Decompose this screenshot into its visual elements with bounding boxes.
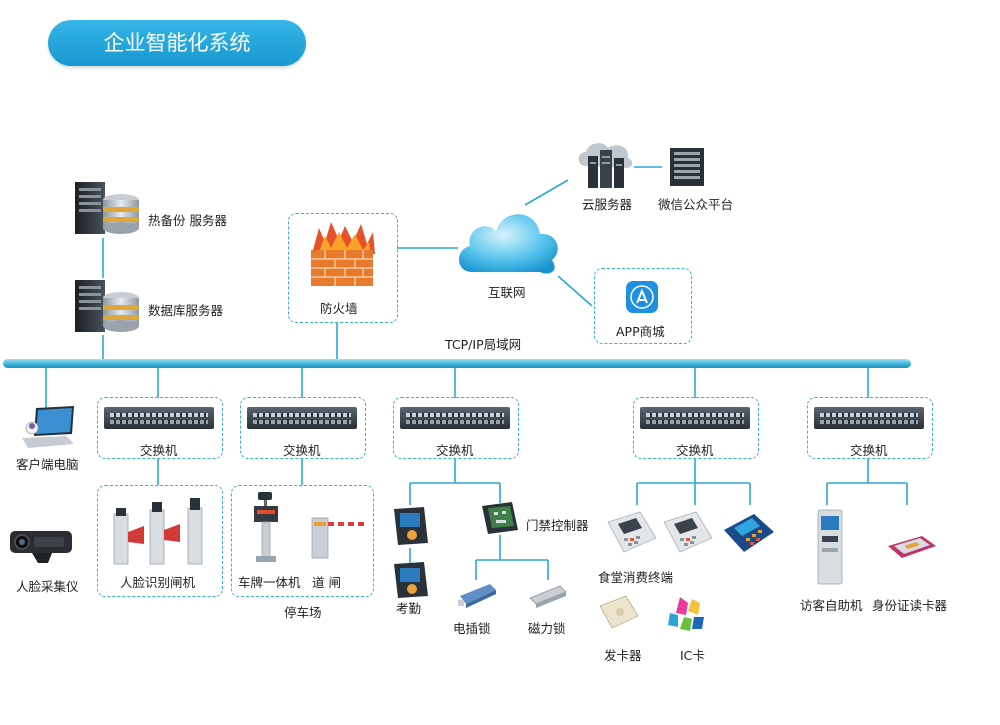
line-internet-app (557, 275, 593, 307)
cloud-server-icon (578, 143, 633, 188)
visitor-kiosk-icon (817, 509, 843, 585)
hot-backup-server-icon (75, 182, 139, 234)
visitor-kiosk-label: 访客自助机 (800, 598, 863, 613)
switch-label-5: 交换机 (850, 443, 888, 458)
lan-label: TCP/IP局域网 (445, 337, 522, 352)
switch-box-4 (633, 397, 759, 459)
magnetic-lock-label: 磁力锁 (528, 621, 566, 636)
app-store-box (594, 268, 692, 344)
switch-label-1: 交换机 (140, 443, 178, 458)
ic-card-icon (668, 597, 704, 631)
face-collector-label: 人脸采集仪 (16, 579, 79, 594)
card-issuer-icon (599, 595, 639, 629)
attendance-device-icon-2 (394, 562, 428, 598)
canteen-terminal-icon-2 (663, 511, 713, 553)
canteen-terminal-icon-1 (607, 511, 657, 553)
database-server-icon (75, 280, 139, 332)
switch-box-3 (393, 397, 519, 459)
firewall-box (288, 213, 398, 323)
wechat-label: 微信公众平台 (658, 197, 734, 212)
electric-lock-label: 电插锁 (453, 621, 491, 636)
turnstile-icon (113, 498, 203, 565)
electric-lock-icon (458, 584, 496, 608)
app-store-label: APP商城 (616, 324, 665, 339)
switch-label-3: 交换机 (436, 443, 474, 458)
parking-box (231, 485, 374, 597)
switch-box-5 (807, 397, 933, 459)
attendance-label: 考勤 (396, 601, 422, 616)
page-title: 企业智能化系统 (48, 20, 306, 66)
internet-label: 互联网 (488, 285, 526, 300)
switch-icon-4 (640, 407, 750, 429)
switch-label-2: 交换机 (283, 443, 321, 458)
laptop-icon (22, 406, 74, 448)
card-issuer-label: 发卡器 (604, 648, 642, 663)
firewall-icon (311, 222, 375, 286)
door-controller-label: 门禁控制器 (526, 518, 589, 533)
ic-card-label: IC卡 (680, 648, 705, 663)
switch-icon-5 (814, 407, 924, 429)
hot-backup-label: 热备份 服务器 (148, 213, 227, 228)
canteen-label: 食堂消费终端 (598, 570, 674, 585)
switch-box-2 (240, 397, 366, 459)
attendance-device-icon-1 (394, 507, 428, 545)
face-camera-icon (10, 531, 72, 563)
db-server-label: 数据库服务器 (148, 303, 224, 318)
face-gate-label: 人脸识别闸机 (120, 575, 196, 590)
parking-label: 停车场 (284, 605, 322, 620)
internet-cloud-icon (458, 214, 558, 274)
client-pc-label: 客户端电脑 (16, 457, 79, 472)
canteen-terminal-icon-3 (724, 514, 774, 552)
barrier-label: 道 闸 (312, 575, 341, 590)
face-gate-box (97, 485, 223, 597)
switch-label-4: 交换机 (676, 443, 714, 458)
app-store-icon (626, 281, 658, 313)
line-internet-cloudserver (524, 179, 569, 206)
switch-icon-1 (104, 407, 214, 429)
switch-icon-2 (247, 407, 357, 429)
wechat-server-icon (670, 148, 704, 186)
switch-icon-3 (400, 407, 510, 429)
door-controller-icon (482, 502, 518, 534)
cloud-server-label: 云服务器 (582, 197, 633, 212)
plate-camera-icon (254, 492, 278, 562)
firewall-label: 防火墙 (320, 301, 358, 316)
barrier-gate-icon (311, 517, 364, 559)
id-reader-icon (888, 536, 936, 558)
plate-camera-label: 车牌一体机 (238, 575, 301, 590)
switch-box-1 (97, 397, 223, 459)
lan-bus (3, 359, 911, 368)
magnetic-lock-icon (529, 585, 567, 608)
id-reader-label: 身份证读卡器 (872, 598, 948, 613)
